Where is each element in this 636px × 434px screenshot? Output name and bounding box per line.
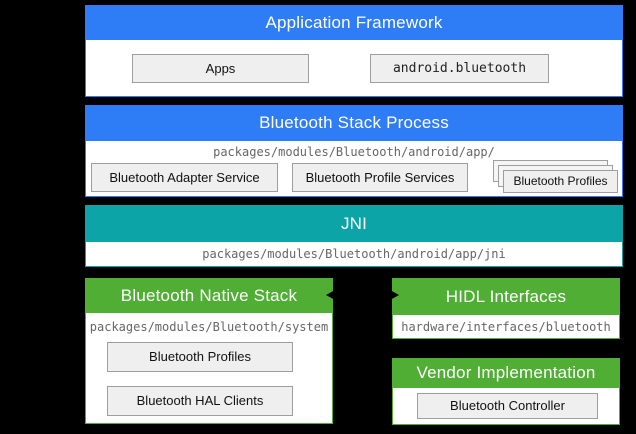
apps-box: Apps xyxy=(132,54,309,83)
bluetooth-native-stack-header: Bluetooth Native Stack xyxy=(85,278,333,313)
native-stack-path: packages/modules/Bluetooth/system xyxy=(89,320,329,334)
stack-process-path: packages/modules/Bluetooth/android/app/ xyxy=(213,145,495,159)
native-to-hidl-arrow-shaft xyxy=(333,294,392,296)
jni-path: packages/modules/Bluetooth/android/app/j… xyxy=(202,247,506,261)
hidl-interfaces-body xyxy=(392,315,620,339)
bluetooth-profiles-box: Bluetooth Profiles xyxy=(107,342,293,372)
jni-body xyxy=(85,242,623,267)
bluetooth-profiles-stacked-box: Bluetooth Profiles xyxy=(503,170,618,193)
vendor-implementation-header: Vendor Implementation xyxy=(392,358,620,388)
bluetooth-profile-services-box: Bluetooth Profile Services xyxy=(292,163,468,192)
application-framework-header: Application Framework xyxy=(85,5,623,40)
arrow-left-head-icon xyxy=(326,290,335,300)
hidl-interfaces-header: HIDL Interfaces xyxy=(392,278,620,315)
bluetooth-controller-box: Bluetooth Controller xyxy=(417,393,598,419)
hidl-path: hardware/interfaces/bluetooth xyxy=(401,320,611,334)
arrow-right-head-icon xyxy=(390,290,399,300)
bluetooth-stack-process-header: Bluetooth Stack Process xyxy=(85,105,623,141)
jni-header: JNI xyxy=(85,205,623,242)
android-bluetooth-api-box: android.bluetooth xyxy=(370,54,549,83)
bluetooth-adapter-service-box: Bluetooth Adapter Service xyxy=(91,163,278,192)
bluetooth-hal-clients-box: Bluetooth HAL Clients xyxy=(107,386,293,416)
